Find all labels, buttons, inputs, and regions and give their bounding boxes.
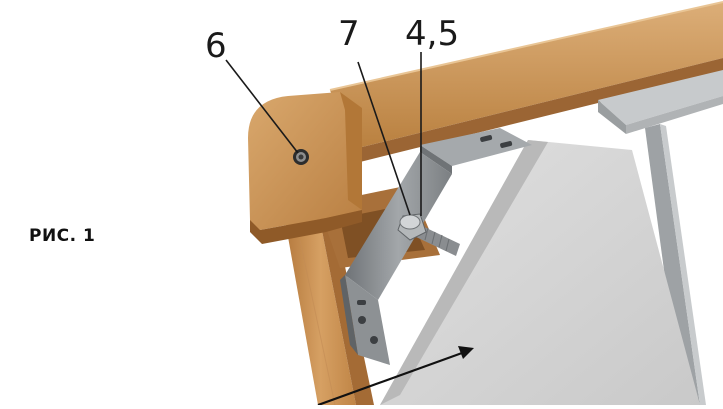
figure-label: РИС. 1 xyxy=(29,226,96,246)
vertical-divider xyxy=(645,124,706,405)
leader-6 xyxy=(225,59,299,154)
callout-4-5: 4,5 xyxy=(405,14,459,54)
corner-block xyxy=(248,92,362,244)
panel-arrow xyxy=(317,346,474,407)
callout-6: 6 xyxy=(205,26,227,66)
leader-7 xyxy=(357,61,411,216)
arrow-head-icon xyxy=(458,346,474,359)
washer-icon xyxy=(399,214,421,230)
metal-bracket xyxy=(340,128,532,365)
grey-panel xyxy=(380,140,700,405)
leader-lines xyxy=(225,52,422,216)
callout-7: 7 xyxy=(338,14,360,54)
bolt-assembly xyxy=(397,213,460,256)
top-rail xyxy=(329,1,723,162)
metal-guide-rail xyxy=(598,70,723,134)
